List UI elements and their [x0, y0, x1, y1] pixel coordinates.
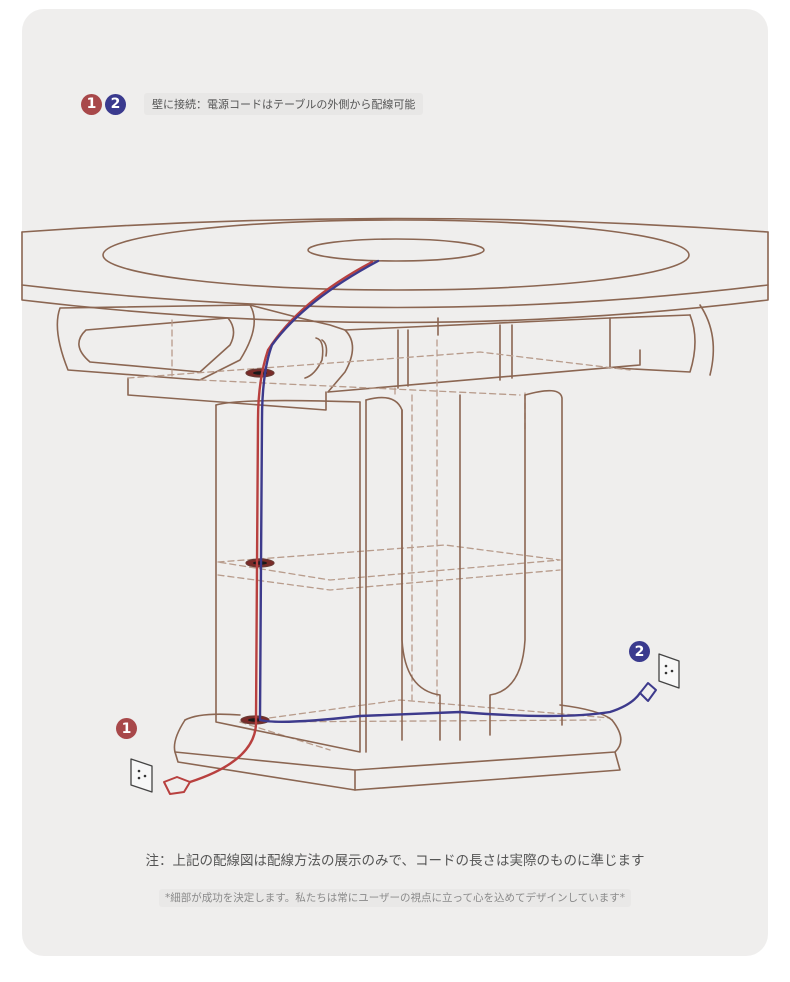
legend-badge-2: 2 [105, 93, 126, 115]
wall-outlet-1 [130, 758, 153, 793]
hidden-edges [127, 319, 631, 751]
diagram-card [22, 9, 768, 956]
table-apron [56, 304, 715, 411]
legend: 1 2 壁に接続：電源コードはテーブルの外側から配線可能 [81, 92, 424, 116]
outlet-2-badge: 2 [629, 641, 650, 662]
table-top [21, 217, 769, 324]
design-footnote: *細部が成功を決定します。私たちは常にユーザーの視点に立って心を込めてデザインし… [0, 889, 790, 907]
legend-text: 壁に接続：電源コードはテーブルの外側から配線可能 [144, 93, 424, 115]
table-pedestal [215, 389, 563, 753]
wiring-note: 注：上記の配線図は配線方法の展示のみで、コードの長さは実際のものに準じます [145, 853, 645, 869]
wall-outlet-2 [658, 653, 680, 689]
power-cord-1 [163, 260, 374, 795]
table-base [173, 704, 622, 791]
power-cord-2 [258, 259, 657, 723]
outlet-1-badge: 1 [116, 718, 137, 739]
design-footnote-text: *細部が成功を決定します。私たちは常にユーザーの視点に立って心を込めてデザインし… [159, 889, 631, 907]
legend-badge-1: 1 [81, 93, 102, 115]
